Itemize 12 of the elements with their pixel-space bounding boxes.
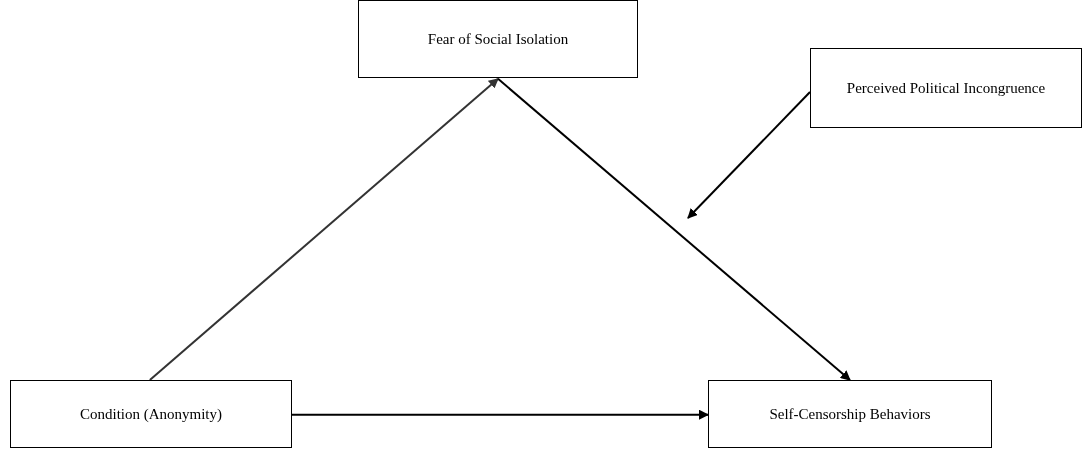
concept-box <box>708 380 992 448</box>
concept-box <box>10 380 292 448</box>
concept-box <box>358 0 638 78</box>
arrow <box>497 77 851 381</box>
box-label: Self-Censorship Behaviors <box>769 404 931 424</box>
arrow <box>687 91 811 219</box>
box-label: Condition (Anonymity) <box>79 404 223 424</box>
arrow <box>291 409 709 420</box>
box-label: Perceived Political Incongruence <box>846 78 1046 98</box>
arrow <box>148 77 499 381</box>
box-label: Fear of Social Isolation <box>427 29 569 49</box>
concept-box <box>810 48 1082 128</box>
